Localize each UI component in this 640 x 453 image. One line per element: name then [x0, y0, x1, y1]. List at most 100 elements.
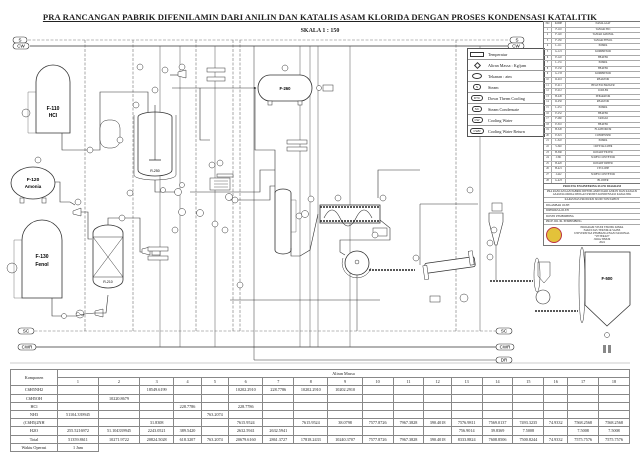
legend-label: Aliran Massa : Kg/jam [488, 62, 527, 68]
university-logo-icon [546, 227, 562, 243]
equipment-code: E-132 [552, 66, 566, 72]
legend-item-cooling-water-return: CWR Cooling Water Return [468, 126, 544, 136]
institution-line: FAKULTAS TEKNIK & SAINS [583, 229, 621, 232]
institution-line: 2024 [599, 241, 605, 244]
equipment-no: 10 [544, 77, 552, 83]
cwr-tag-right [495, 343, 515, 351]
mass-flow-cell [481, 401, 514, 411]
reactor-r250: R-250 [133, 105, 185, 196]
mass-flow-cell: 389.5420 [173, 426, 202, 436]
steam-condensate-symbol-icon: SC [471, 106, 483, 112]
mass-flow-cell [293, 409, 329, 420]
stream-number: 17 [567, 377, 600, 387]
equipment-code: F-120 [552, 33, 566, 38]
hcl-tank-code: F-110 [47, 106, 60, 112]
equipment-no: 18 [544, 122, 552, 128]
legend-label: Temperatur [488, 51, 508, 57]
operating-time-label: Waktu Operasi [10, 442, 58, 452]
mass-flow-cell: 7493.3235 [512, 418, 545, 428]
equipment-no: 1 [544, 27, 552, 33]
equipment-no: 21 [544, 139, 552, 145]
equipment-no: 13 [544, 94, 552, 100]
flash-drum-h320 [209, 139, 308, 255]
mass-flow-cell [567, 401, 600, 411]
equipment-name: SEPARATOR [595, 94, 611, 98]
mass-flow-cell [262, 393, 295, 403]
stream-number: 13 [450, 377, 483, 387]
diagram-scale: SKALA 1 : 150 [300, 28, 340, 34]
equipment-name: POMPA [598, 105, 608, 109]
mass-flow-cell [392, 385, 425, 395]
mass-flow-cell: 18549.6199 [139, 385, 175, 395]
mass-flow-cell [567, 385, 600, 395]
aliran-massa-header: Aliran Massa [57, 368, 630, 379]
component-name: Total [10, 434, 58, 444]
equipment-name: HEATER [598, 66, 608, 70]
equipment-no: 25 [544, 161, 552, 167]
equipment-code: F-110 [552, 27, 566, 33]
mass-flow-cell: 756.9014 [450, 426, 483, 436]
mass-flow-cell [97, 401, 141, 411]
equipment-code: R-210 [552, 77, 566, 83]
equipment-no: 14 [544, 100, 552, 105]
mass-flow-cell [361, 426, 394, 436]
equipment-name: HEAT EXCHANGER [591, 83, 615, 87]
mass-flow-cell: 74.9332 [543, 418, 569, 428]
mass-flow-cell [200, 426, 230, 436]
storage-tank-f260: F-260 [170, 64, 334, 106]
mass-flow-cell: 2632.5941 [228, 426, 264, 436]
equipment-no: 16 [544, 111, 552, 117]
equipment-name: TANGKI AMONIA [592, 33, 614, 37]
mass-flow-cell [543, 409, 569, 420]
cooling-water-symbol-icon: CW [471, 117, 483, 123]
equipment-name: CRYSTALLIZER [593, 145, 613, 149]
mass-flow-cell [423, 409, 452, 420]
steam-label-right: S [515, 38, 518, 43]
equipment-list-header: NO KODE NAMA ALAT [544, 22, 640, 28]
stream-number: 14 [481, 377, 514, 387]
crystallizer-s340 [301, 204, 388, 237]
mass-flow-cell: 2861.3727 [262, 434, 295, 444]
equipment-code: R-250 [552, 100, 566, 105]
mass-flow-cell: 228.7786 [262, 385, 295, 395]
mass-flow-cell: 7575.7576 [567, 434, 600, 444]
mass-flow-cell: 255.5216972 [57, 426, 99, 436]
equipment-name: SCREW CONVEYOR [591, 156, 615, 160]
institution-block: PROGRAM STUDI TEKNIK KIMIA FAKULTAS TEKN… [544, 225, 640, 245]
legend-item-steam-condensate: SC Steam Condensate [468, 104, 544, 115]
mass-flow-cell [567, 409, 600, 420]
mass-flow-cell [423, 385, 452, 395]
equipment-code: L-111 [552, 44, 566, 49]
rotary-filter-h360 [341, 250, 415, 331]
stream-number: 7 [262, 377, 295, 387]
mass-flow-cell: 7.5008 [512, 426, 545, 436]
equipment-name: HEATER [598, 55, 608, 59]
legend: Temperatur Aliran Massa : Kg/jam Tekanan… [467, 48, 545, 137]
equipment-code: B-420 [552, 161, 566, 167]
cooling-water-return-symbol-icon: CWR [470, 128, 484, 134]
stream-number: 8 [293, 377, 329, 387]
dr-label-right: DR [501, 358, 508, 363]
equipment-code: G-121 [552, 49, 566, 55]
equipment-code: G-423 [552, 178, 566, 184]
mass-flow-cell: 390.4018 [423, 418, 452, 428]
mass-flow-cell [327, 401, 363, 411]
equipment-code: J-361 [552, 156, 566, 161]
equipment-code: S-340 [552, 145, 566, 150]
institution-line: PROGRAM STUDI TEKNIK KIMIA [580, 226, 624, 229]
mass-flow-cell [512, 401, 545, 411]
equipment-name: SCREW CONVEYOR [591, 173, 615, 177]
mass-flow-cell: 618.3207 [173, 434, 202, 444]
mass-flow-cell: 7576.9811 [450, 418, 483, 428]
equipment-no: 12 [544, 89, 552, 94]
mass-flow-cell: 390.4018 [423, 434, 452, 444]
equipment-code: E-321 [552, 133, 566, 139]
